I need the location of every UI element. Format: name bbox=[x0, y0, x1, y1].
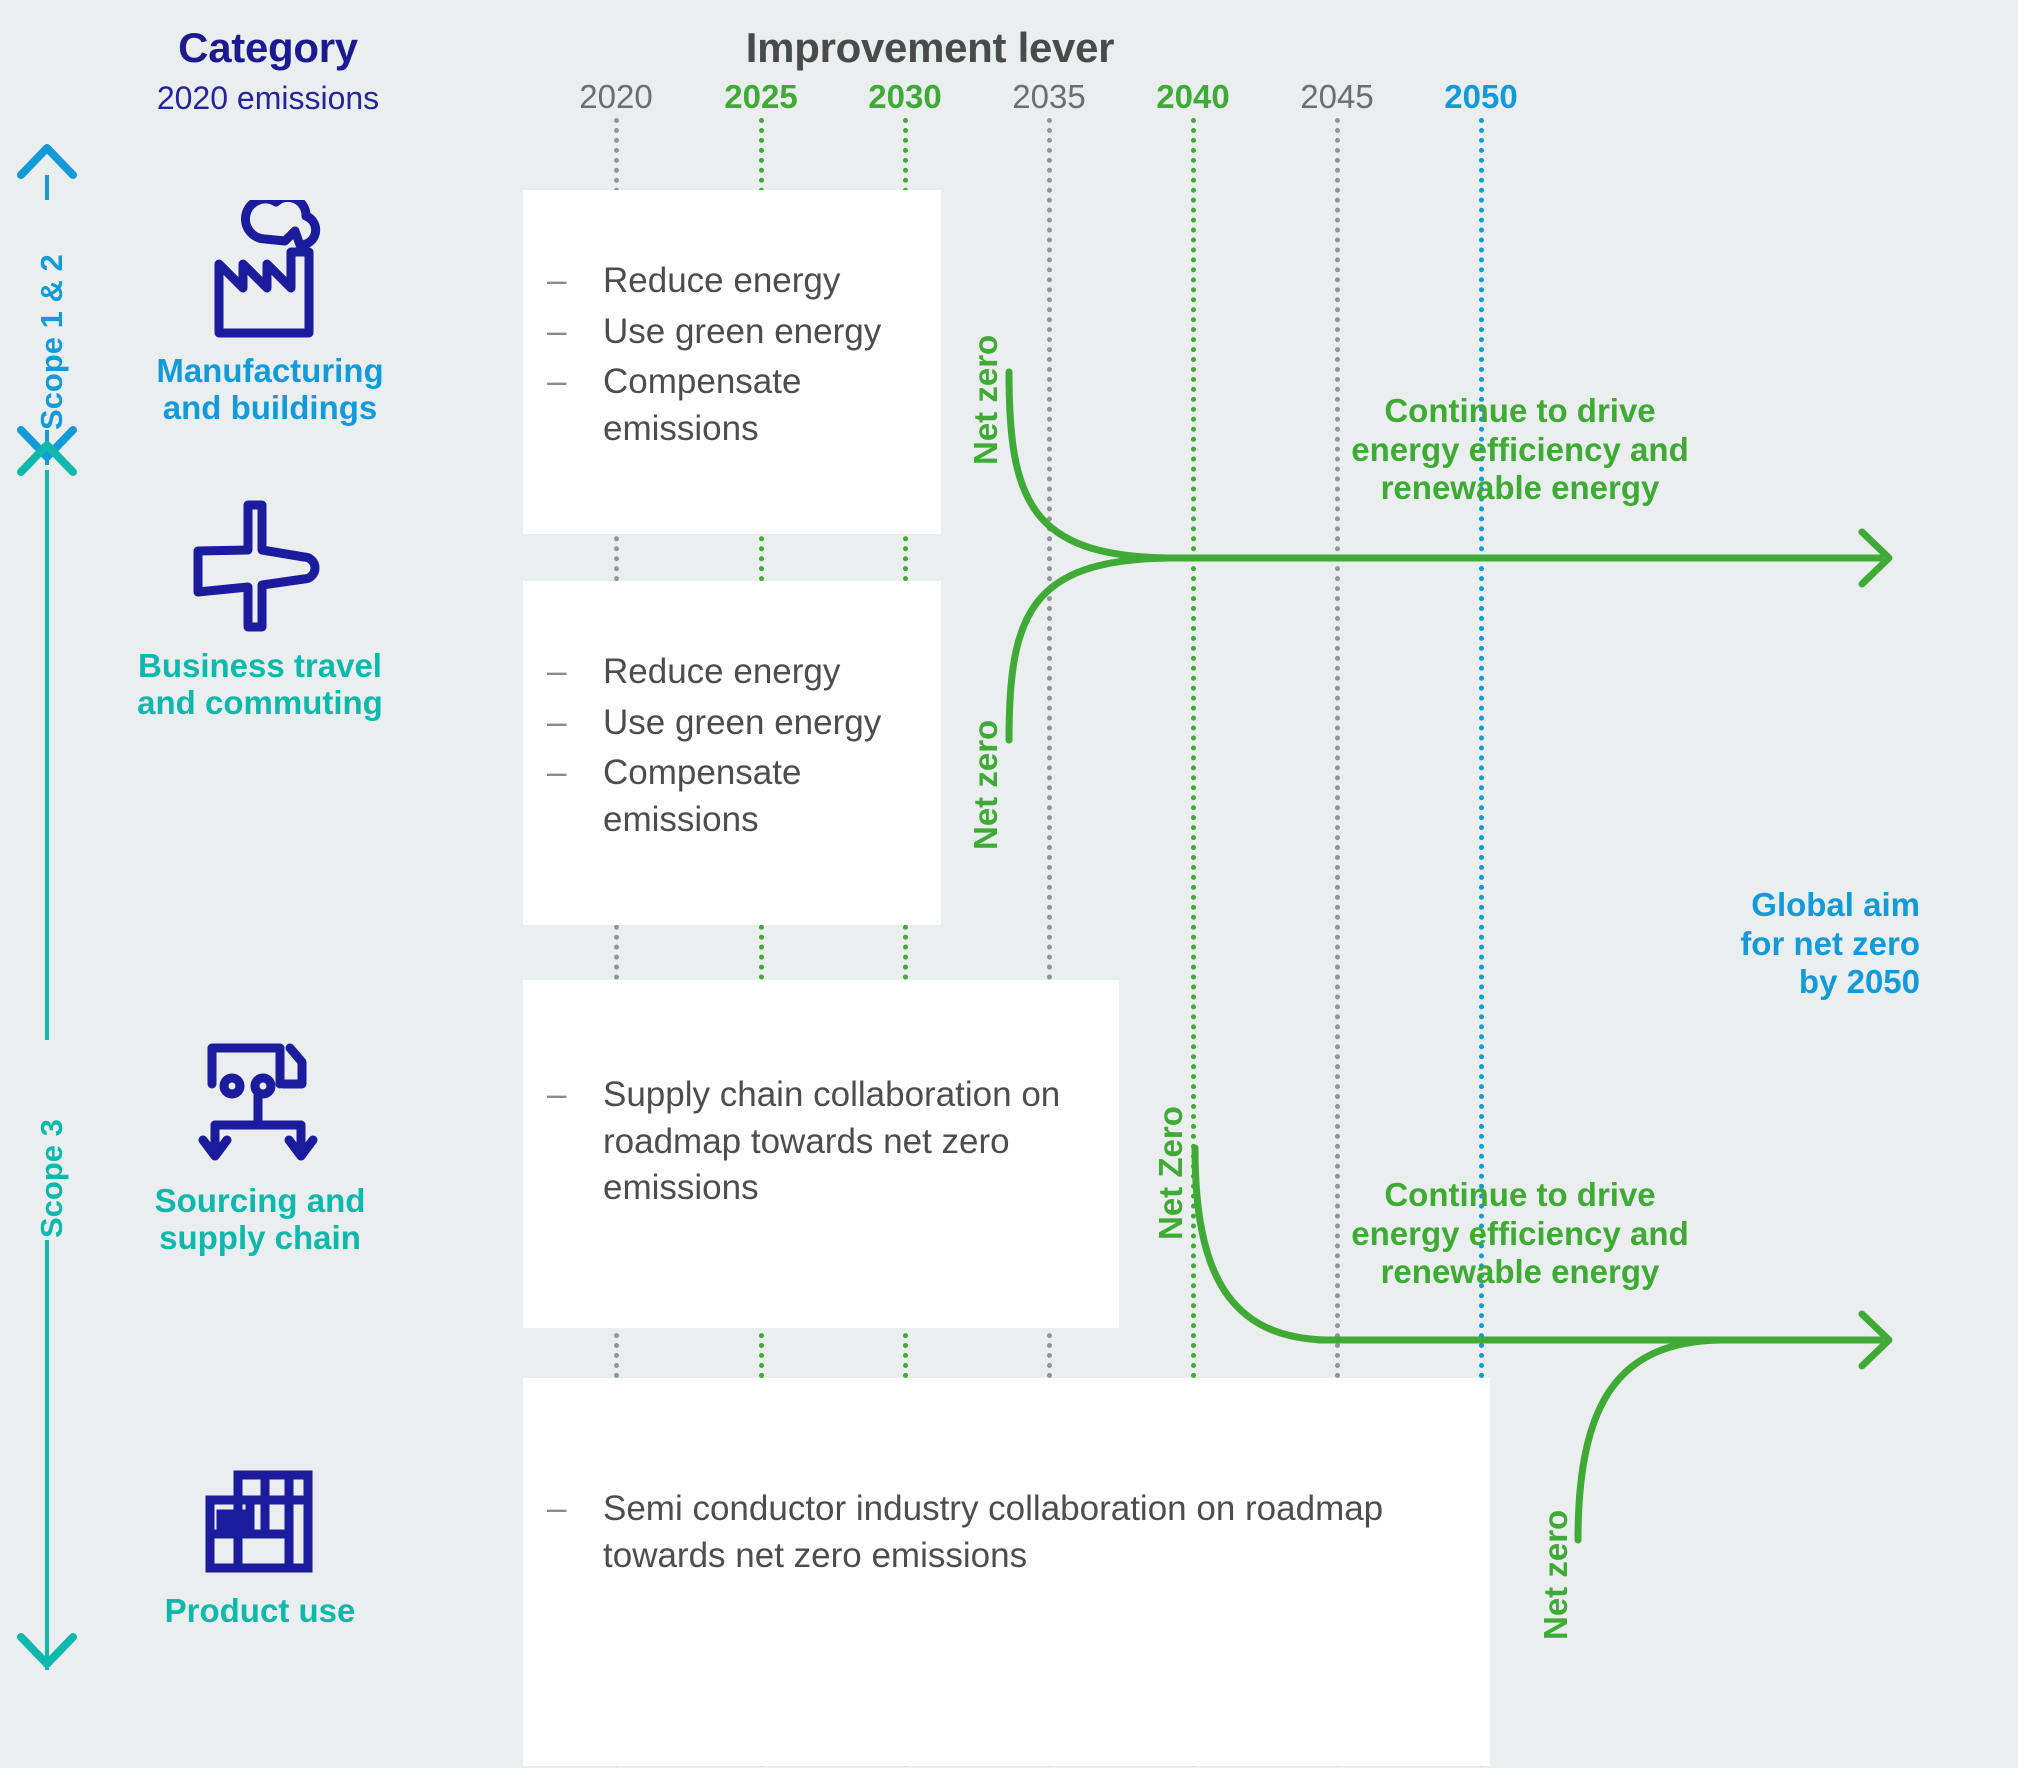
category-manufacturing-label-line1: Manufacturing bbox=[156, 352, 384, 389]
year-label-2045: 2045 bbox=[1300, 78, 1374, 115]
year-label-2020: 2020 bbox=[579, 78, 653, 115]
category-business-travel-label: Business travel and commuting bbox=[95, 647, 425, 722]
scope3-up-chevron-icon bbox=[16, 437, 78, 476]
category-sourcing-label-line1: Sourcing and bbox=[154, 1182, 366, 1219]
milestone-netzero-sourcing: Net Zero bbox=[1152, 1106, 1189, 1240]
category-manufacturing: Manufacturing and buildings bbox=[105, 200, 435, 427]
milestone-netzero-manufacturing: Net zero bbox=[967, 334, 1004, 465]
lever-item: –Reduce energy bbox=[547, 649, 923, 696]
lever-item: –Reduce energy bbox=[547, 258, 923, 305]
callout-scope3: Continue to drive energy efficiency and … bbox=[1300, 1176, 1740, 1292]
global-aim-line3: by 2050 bbox=[1798, 963, 1920, 1001]
lever-item: –Supply chain collaboration on roadmap t… bbox=[547, 1072, 1093, 1212]
category-product-use: Product use bbox=[95, 1440, 425, 1629]
year-label-2050: 2050 bbox=[1444, 78, 1518, 115]
category-business-travel: Business travel and commuting bbox=[95, 495, 425, 722]
list-dash: – bbox=[547, 311, 567, 351]
list-dash: – bbox=[547, 753, 567, 793]
callout-scope12-line2: energy efficiency and bbox=[1351, 430, 1689, 468]
category-header: Category bbox=[178, 24, 358, 71]
year-label-2040: 2040 bbox=[1156, 78, 1230, 115]
list-dash: – bbox=[547, 1489, 567, 1528]
callout-scope12-line1: Continue to drive bbox=[1384, 392, 1656, 429]
gridline-2020 bbox=[614, 118, 619, 1768]
lever-item-text: Semi conductor industry collaboration on… bbox=[603, 1489, 1384, 1575]
gridline-2045 bbox=[1335, 118, 1340, 1768]
list-dash: – bbox=[547, 652, 567, 691]
category-sourcing: Sourcing and supply chain bbox=[95, 1030, 425, 1257]
global-aim-line2: for net zero bbox=[1740, 924, 1920, 962]
lever-item-text: Reduce energy bbox=[603, 261, 841, 300]
scope12-label: Scope 1 & 2 bbox=[34, 254, 69, 430]
gridline-2050 bbox=[1479, 118, 1484, 1768]
lever-card-business-travel: –Reduce energy –Use green energy –Compen… bbox=[523, 581, 941, 925]
lever-item: –Compensate emissions bbox=[547, 359, 923, 452]
milestone-netzero-business-travel: Net zero bbox=[967, 719, 1004, 850]
year-label-2025: 2025 bbox=[724, 78, 798, 115]
category-product-use-label-line1: Product use bbox=[164, 1592, 356, 1629]
lever-item-text: Reduce energy bbox=[603, 652, 841, 691]
gridline-2040 bbox=[1191, 118, 1196, 1768]
list-dash: – bbox=[547, 1075, 567, 1114]
lever-item-text: Supply chain collaboration on roadmap to… bbox=[603, 1075, 1061, 1208]
category-manufacturing-label-line2: and buildings bbox=[162, 389, 378, 427]
callout-scope12: Continue to drive energy efficiency and … bbox=[1300, 392, 1740, 508]
year-label-2030: 2030 bbox=[868, 78, 942, 115]
category-business-travel-label-line2: and commuting bbox=[137, 684, 383, 722]
scope3-down-chevron-icon bbox=[16, 1632, 78, 1668]
lever-card-product-use: –Semi conductor industry collaboration o… bbox=[523, 1378, 1490, 1766]
lever-item-text: Use green energy bbox=[603, 702, 882, 742]
lever-card-sourcing: –Supply chain collaboration on roadmap t… bbox=[523, 980, 1119, 1328]
gridline-2035 bbox=[1047, 118, 1052, 1768]
category-manufacturing-label: Manufacturing and buildings bbox=[105, 352, 435, 427]
scope12-up-chevron-icon bbox=[16, 140, 78, 179]
callout-scope3-line3: renewable energy bbox=[1380, 1253, 1660, 1291]
scope3-label-backdrop bbox=[30, 1040, 64, 1240]
category-product-use-label: Product use bbox=[95, 1592, 425, 1629]
category-business-travel-label-line1: Business travel bbox=[138, 647, 382, 684]
truck-distribution-icon bbox=[95, 1030, 425, 1170]
improvement-lever-header: Improvement lever bbox=[745, 24, 1115, 71]
scope12-label-backdrop bbox=[30, 200, 64, 430]
list-dash: – bbox=[547, 702, 567, 742]
category-subtitle: 2020 emissions bbox=[156, 80, 380, 116]
callout-scope3-line2: energy efficiency and bbox=[1351, 1214, 1689, 1252]
callout-scope3-line1: Continue to drive bbox=[1384, 1176, 1656, 1213]
lever-item: –Use green energy bbox=[547, 309, 923, 356]
global-aim-line1: Global aim bbox=[1751, 886, 1920, 923]
lever-item-text: Compensate emissions bbox=[603, 753, 802, 839]
list-dash: – bbox=[547, 261, 567, 300]
gridline-2030 bbox=[903, 118, 908, 1768]
category-sourcing-label-line2: supply chain bbox=[159, 1219, 361, 1257]
year-label-2035: 2035 bbox=[1012, 78, 1086, 115]
factory-cloud-icon bbox=[105, 200, 435, 340]
lever-item-text: Compensate emissions bbox=[603, 362, 802, 448]
global-aim-note: Global aim for net zero by 2050 bbox=[1560, 886, 1920, 1002]
scope3-label: Scope 3 bbox=[34, 1119, 69, 1238]
lever-item: –Semi conductor industry collaboration o… bbox=[547, 1486, 1464, 1579]
gridline-2025 bbox=[759, 118, 764, 1768]
category-sourcing-label: Sourcing and supply chain bbox=[95, 1182, 425, 1257]
server-rack-icon bbox=[95, 1440, 425, 1580]
list-dash: – bbox=[547, 362, 567, 402]
lever-item: –Compensate emissions bbox=[547, 750, 923, 843]
lever-item: –Use green energy bbox=[547, 700, 923, 747]
lever-item-text: Use green energy bbox=[603, 311, 882, 351]
callout-scope12-line3: renewable energy bbox=[1380, 469, 1660, 507]
airplane-icon bbox=[95, 495, 425, 635]
scope12-down-chevron-icon bbox=[16, 425, 78, 461]
lever-card-manufacturing: –Reduce energy –Use green energy –Compen… bbox=[523, 190, 941, 534]
milestone-netzero-product-use: Net zero bbox=[1537, 1509, 1574, 1640]
